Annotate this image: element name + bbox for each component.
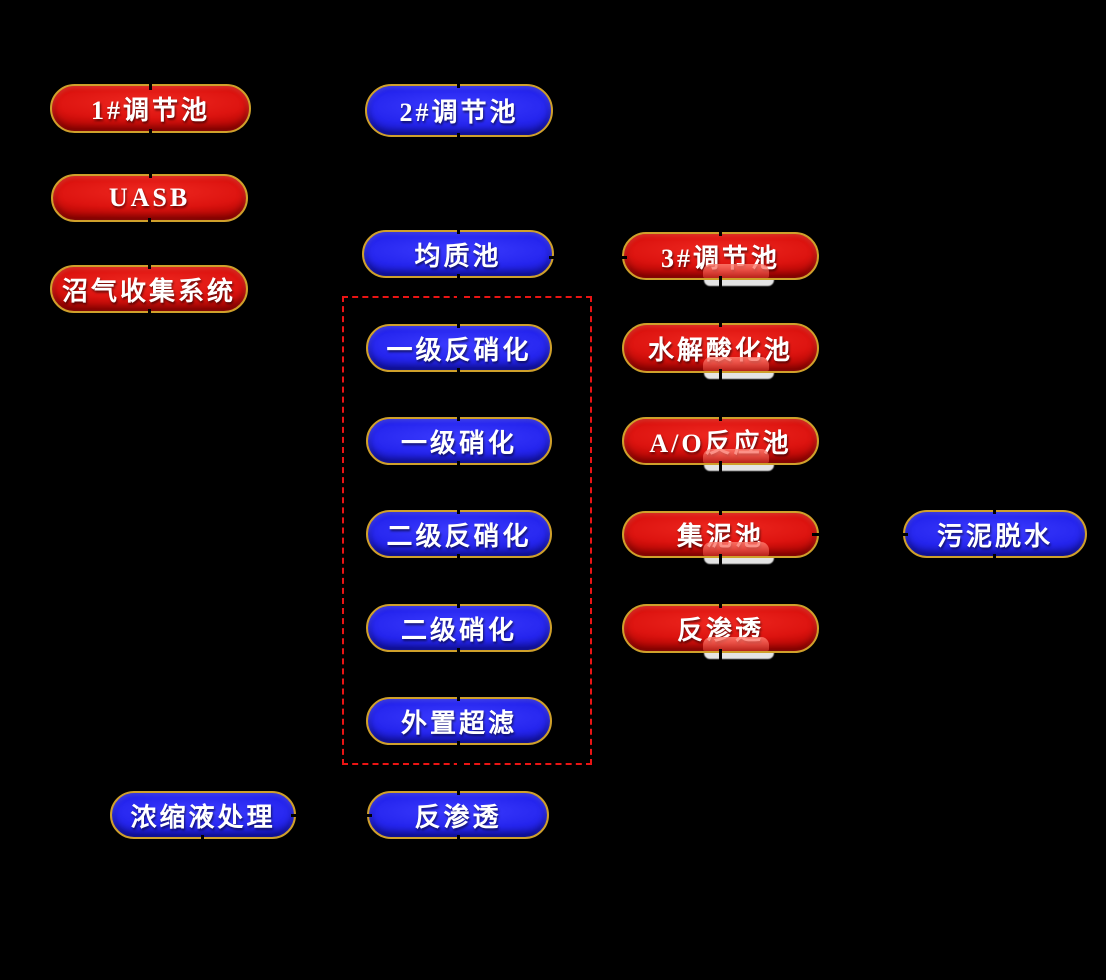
connector-line-vertical [456, 62, 460, 88]
connector-line-vertical [718, 212, 722, 236]
flow-node-2-regulating-tank: 2#调节池 [365, 84, 553, 137]
connector-line-vertical [718, 649, 722, 672]
denitrification-group-dashed-box [342, 296, 592, 765]
node-label: 1#调节池 [90, 96, 210, 125]
connector-line-vertical [456, 368, 460, 421]
node-label: 反渗透 [414, 802, 502, 832]
node-label: 浓缩液处理 [130, 802, 276, 832]
connector-line-vertical [148, 129, 152, 178]
flow-node-3-regulating-tank: 3#调节池 [622, 232, 819, 280]
node-gloss-tab [702, 542, 769, 556]
connector-line-vertical [456, 461, 460, 514]
flow-node-biogas-collection-system: 沼气收集系统 [50, 265, 248, 313]
connector-line-horizontal [549, 255, 627, 259]
flow-node-secondary-nitrification: 二级硝化 [366, 604, 552, 652]
flow-node-primary-denitrification: 一级反硝化 [366, 324, 552, 372]
node-label: UASB [108, 183, 191, 212]
node-gloss-tab [702, 449, 769, 463]
connector-line-vertical [718, 554, 722, 608]
flow-node-secondary-denitrification: 二级反硝化 [366, 510, 552, 558]
flow-node-primary-nitrification: 一级硝化 [366, 417, 552, 465]
flow-node-external-ultrafiltration: 外置超滤 [366, 697, 552, 745]
node-label: 一级硝化 [400, 428, 517, 458]
connector-line-vertical [148, 62, 152, 90]
connector-line-vertical [456, 274, 460, 328]
flow-node-hydrolysis-acidification: 水解酸化池 [622, 323, 819, 373]
flow-node-sludge-collection-tank: 集泥池 [622, 511, 819, 558]
connector-line-vertical [718, 276, 722, 327]
node-label: 外置超滤 [400, 708, 517, 738]
connector-line-vertical [718, 461, 722, 515]
connector-line-vertical [456, 554, 460, 608]
connector-line-vertical [147, 218, 151, 269]
connector-line-vertical [456, 133, 460, 234]
flow-node-1-regulating-tank: 1#调节池 [50, 84, 251, 133]
connector-line-horizontal [812, 532, 908, 536]
connector-line-vertical [147, 309, 151, 331]
flow-node-uasb: UASB [51, 174, 248, 222]
flow-node-sludge-dewatering: 污泥脱水 [903, 510, 1087, 558]
connector-line-vertical [200, 835, 204, 858]
node-label: 一级反硝化 [386, 335, 532, 365]
flow-node-ao-reaction-tank: A/O反应池 [622, 417, 819, 465]
connector-line-vertical [992, 554, 996, 578]
node-label: 均质池 [414, 241, 502, 271]
node-gloss-tab [702, 637, 769, 651]
flow-node-reverse-osmosis-bottom: 反渗透 [367, 791, 549, 839]
node-gloss-tab [702, 264, 769, 278]
node-gloss-tab [702, 357, 769, 371]
flow-node-reverse-osmosis-right: 反渗透 [622, 604, 819, 653]
node-label: 沼气收集系统 [61, 276, 236, 306]
connector-line-vertical [456, 835, 460, 858]
connector-line-horizontal [291, 813, 372, 817]
connector-line-vertical [992, 488, 996, 514]
flow-node-homogenization-tank: 均质池 [362, 230, 554, 278]
node-label: 二级硝化 [400, 615, 517, 645]
connector-line-vertical [718, 369, 722, 421]
node-label: 2#调节池 [399, 98, 519, 127]
node-label: 二级反硝化 [386, 521, 532, 551]
connector-line-vertical [456, 648, 460, 701]
connector-line-vertical [456, 741, 460, 795]
node-label: 污泥脱水 [936, 521, 1053, 551]
flow-node-concentrate-treatment: 浓缩液处理 [110, 791, 296, 839]
